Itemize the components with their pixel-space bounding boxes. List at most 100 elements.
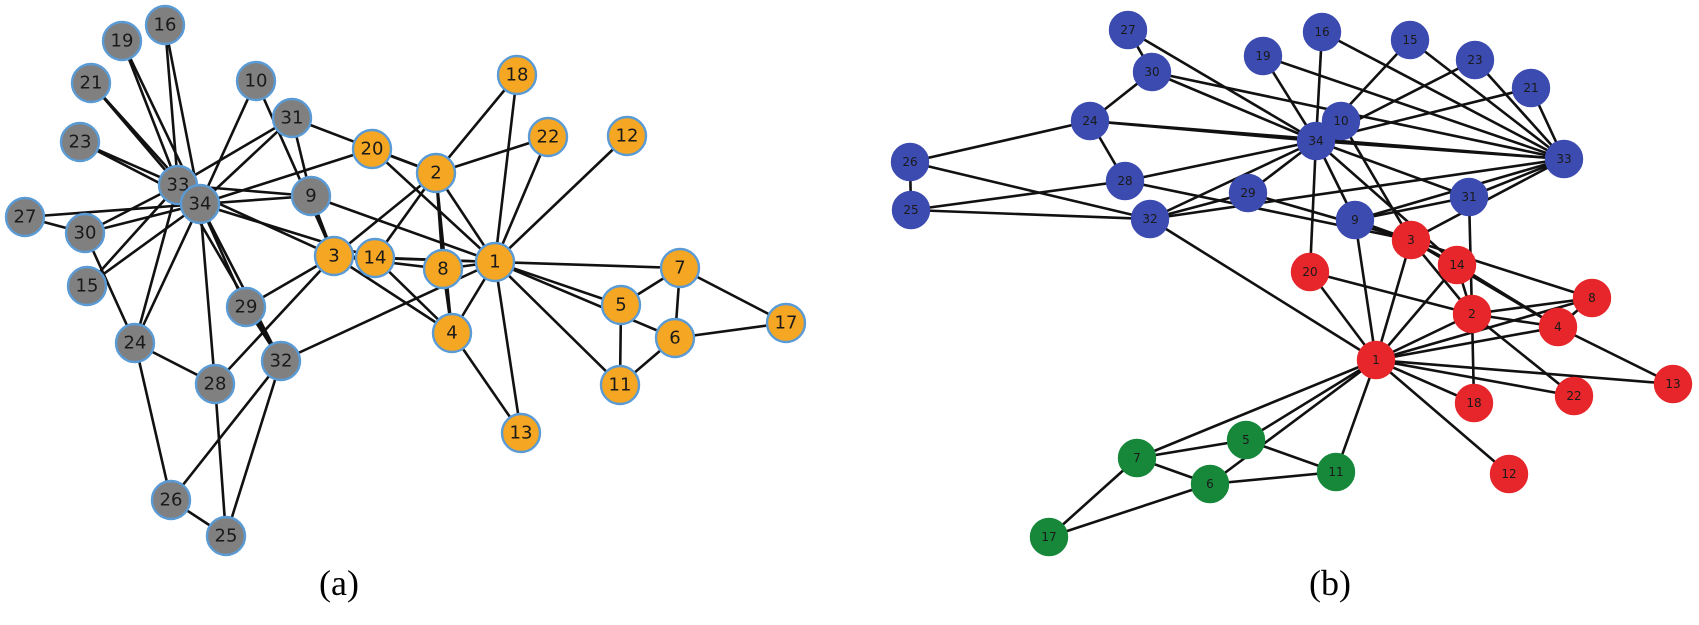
edge-b-24-26	[909, 119, 1091, 164]
node-label: 2	[1468, 307, 1476, 321]
node-label: 5	[615, 295, 626, 316]
node-label: 1	[489, 252, 500, 273]
node-circle	[1544, 139, 1584, 179]
node-b-13: 13	[1653, 364, 1693, 404]
node-circle	[1117, 438, 1157, 478]
node-label: 20	[361, 139, 384, 160]
graph-b-edges	[908, 28, 1674, 539]
node-circle	[500, 412, 542, 454]
node-a-4: 4	[431, 312, 473, 354]
node-a-34: 34	[179, 183, 221, 225]
node-b-26: 26	[890, 142, 930, 182]
node-circle	[431, 312, 473, 354]
node-b-22: 22	[1554, 376, 1594, 416]
node-a-31: 31	[271, 97, 313, 139]
node-circle	[205, 515, 247, 557]
node-b-16: 16	[1302, 12, 1342, 52]
edge-a-1-22	[493, 136, 550, 263]
node-circle	[4, 196, 46, 238]
node-label: 7	[1133, 451, 1141, 465]
node-circle	[1243, 36, 1283, 76]
node-b-9: 9	[1335, 200, 1375, 240]
node-a-6: 6	[654, 317, 696, 359]
node-b-30: 30	[1132, 52, 1172, 92]
edge-a-24-34	[133, 203, 202, 344]
node-a-9: 9	[290, 175, 332, 217]
edge-b-23-33	[1474, 59, 1565, 160]
node-circle	[1489, 454, 1529, 494]
edge-b-32-34	[1149, 139, 1317, 221]
node-a-21: 21	[70, 62, 112, 104]
edge-b-33-34	[1315, 139, 1565, 161]
node-circle	[271, 97, 313, 139]
node-label: 22	[537, 127, 560, 148]
edge-b-6-11	[1209, 470, 1337, 486]
node-a-13: 13	[500, 412, 542, 454]
edge-b-20-34	[1308, 140, 1318, 273]
node-a-14: 14	[354, 237, 396, 279]
edge-b-24-34	[1089, 119, 1317, 143]
edge-b-1-22	[1375, 358, 1575, 398]
edge-a-2-3	[333, 171, 437, 258]
node-circle	[496, 54, 538, 96]
edge-a-1-5	[494, 260, 622, 307]
node-b-15: 15	[1390, 20, 1430, 60]
node-circle	[599, 364, 641, 406]
node-label: 32	[1142, 212, 1157, 226]
node-a-27: 27	[4, 196, 46, 238]
edge-b-2-8	[1471, 296, 1593, 316]
node-label: 28	[1117, 174, 1132, 188]
edge-b-6-17	[1048, 482, 1211, 539]
node-b-19: 19	[1243, 36, 1283, 76]
node-circle	[1653, 364, 1693, 404]
node-circle	[1226, 420, 1266, 460]
edge-a-28-34	[198, 203, 217, 385]
edge-b-1-3	[1374, 239, 1413, 361]
node-label: 26	[902, 155, 917, 169]
node-circle	[891, 190, 931, 230]
node-b-31: 31	[1449, 177, 1489, 217]
node-a-22: 22	[527, 116, 569, 158]
node-circle	[1029, 517, 1069, 557]
edge-b-2-22	[1471, 312, 1575, 398]
node-circle	[1356, 340, 1396, 380]
node-label: 30	[74, 223, 97, 244]
node-label: 18	[506, 65, 529, 86]
edge-b-1-32	[1149, 217, 1377, 362]
node-b-33: 33	[1544, 139, 1584, 179]
edge-a-3-10	[254, 80, 336, 257]
node-a-26: 26	[150, 479, 192, 521]
node-b-10: 10	[1321, 101, 1361, 141]
caption-a: (a)	[319, 563, 359, 603]
edge-b-1-4	[1375, 325, 1559, 362]
node-label: 12	[616, 126, 639, 147]
node-circle	[150, 479, 192, 521]
node-circle	[1391, 220, 1431, 260]
node-circle	[1228, 173, 1268, 213]
node-circle	[1454, 383, 1494, 423]
node-label: 28	[204, 374, 227, 395]
edge-b-30-34	[1151, 70, 1317, 143]
node-circle	[765, 302, 807, 344]
node-label: 25	[903, 203, 918, 217]
edge-b-9-31	[1354, 195, 1470, 222]
node-label: 8	[1588, 291, 1596, 305]
node-b-11: 11	[1316, 452, 1356, 492]
edge-a-2-18	[434, 74, 519, 174]
edge-a-1-9	[310, 194, 496, 264]
node-label: 11	[1328, 465, 1343, 479]
node-circle	[179, 183, 221, 225]
node-label: 4	[446, 323, 457, 344]
node-label: 14	[364, 248, 387, 269]
node-b-27: 27	[1108, 10, 1148, 50]
node-label: 31	[281, 108, 304, 129]
edge-a-4-13	[450, 332, 523, 434]
edge-b-31-34	[1315, 139, 1470, 199]
node-label: 21	[80, 73, 103, 94]
edge-b-14-34	[1315, 140, 1458, 266]
node-circle	[66, 265, 108, 307]
node-circle	[1108, 10, 1148, 50]
node-label: 3	[1407, 233, 1415, 247]
node-b-28: 28	[1105, 161, 1145, 201]
